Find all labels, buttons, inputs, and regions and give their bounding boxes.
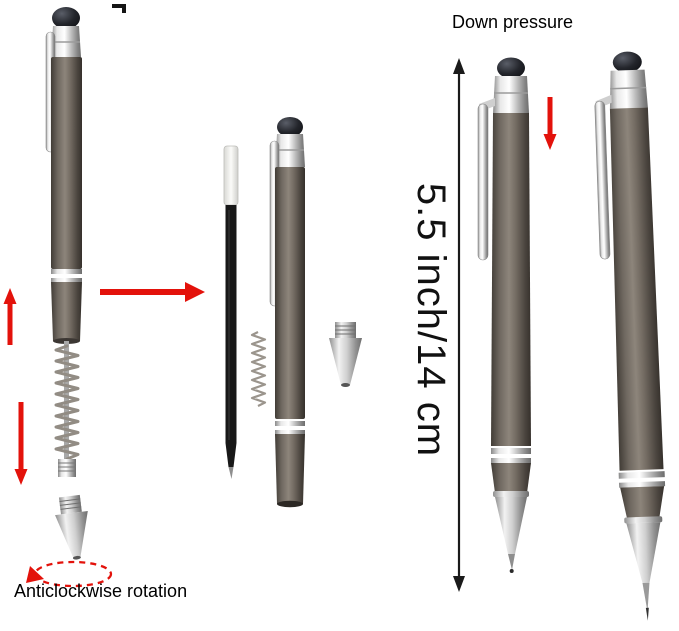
pen-clip (594, 100, 611, 260)
nose-cone (495, 497, 527, 554)
stylus-dome (612, 51, 642, 73)
assembled-pen-front (477, 57, 531, 573)
ink-refill (223, 145, 239, 479)
ballpoint-tip (508, 554, 515, 570)
chrome-ring (275, 430, 305, 434)
threaded-coupler (58, 459, 76, 477)
corner-mark (112, 4, 126, 13)
down-arrow (14, 402, 28, 485)
nose-cone (626, 522, 661, 583)
lower-barrel (491, 463, 531, 493)
chrome-ring (618, 481, 666, 488)
chrome-ferrule (609, 69, 648, 109)
up-arrow (3, 288, 17, 345)
stylus-dome (52, 7, 80, 29)
chrome-ring (491, 448, 531, 454)
refill-spring (250, 331, 267, 407)
disassembled-pen (45, 7, 82, 477)
pen-barrel (609, 107, 664, 471)
dimension-arrow (453, 58, 465, 592)
rotation-arrow (26, 560, 113, 588)
spring-coil (54, 344, 80, 461)
dimension-label: 5.5 inch/14 cm (409, 183, 453, 457)
transfer-arrow (100, 282, 205, 302)
pen-clip (477, 103, 489, 261)
open-barrel-end (277, 500, 303, 508)
down-pressure-label: Down pressure (452, 12, 573, 32)
stylus-dome (497, 57, 525, 79)
nose-cone-mid (329, 322, 362, 387)
chrome-ferrule (493, 76, 529, 113)
lower-barrel (51, 282, 82, 341)
stylus-dome (277, 117, 303, 137)
anticlockwise-rotation-label: Anticlockwise rotation (14, 581, 187, 601)
pen-barrel-assembly (269, 117, 305, 508)
nose-cone (55, 494, 88, 560)
fine-tip (642, 582, 650, 612)
pen-barrel (51, 57, 82, 269)
pressure-arrow (543, 97, 557, 150)
chrome-ring (51, 269, 82, 274)
chrome-ring (275, 421, 305, 426)
chrome-ring (618, 471, 665, 479)
chrome-ring (51, 278, 82, 282)
assembled-pen-side (594, 51, 666, 621)
lower-barrel (620, 486, 665, 520)
lower-barrel (275, 434, 305, 504)
pen-barrel (491, 113, 531, 446)
pen-barrel (275, 167, 305, 419)
chrome-ring (491, 458, 531, 463)
